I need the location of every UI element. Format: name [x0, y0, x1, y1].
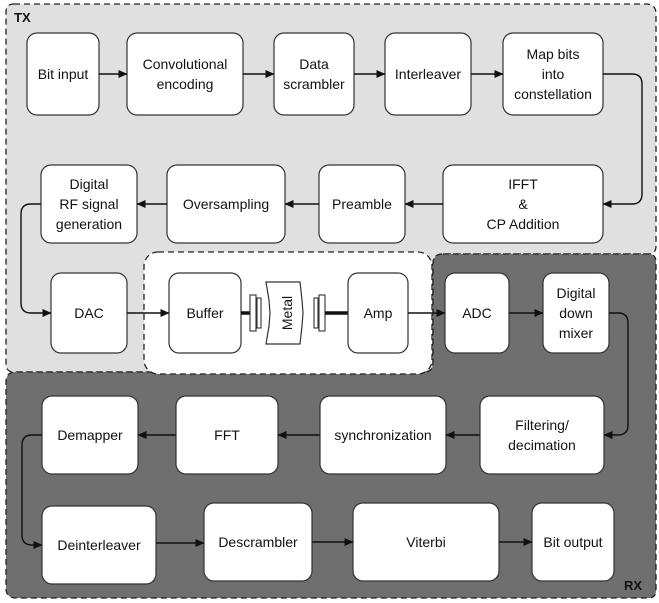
data-scrambler-block [273, 32, 355, 116]
tx-transducer-inner [256, 297, 262, 329]
oversampling-label: Oversampling [183, 196, 269, 212]
label-line: generation [56, 216, 122, 232]
rx-transducer-inner [313, 297, 319, 329]
buffer-label: Buffer [186, 305, 223, 321]
descrambler-label: Descrambler [218, 534, 298, 550]
viterbi-label: Viterbi [406, 534, 445, 550]
label-line: Demapper [57, 427, 123, 443]
label-line: Data [299, 56, 329, 72]
interleaver-label: Interleaver [395, 66, 461, 82]
label-line: down [559, 305, 592, 321]
label-line: Digital [557, 285, 596, 301]
label-line: Viterbi [406, 534, 445, 550]
label-line: Metal [279, 296, 295, 330]
arrow-demapper-to-deinterleaver [21, 434, 43, 549]
label-line: Map bits [527, 46, 580, 62]
data-scrambler-label: Data scrambler [283, 56, 345, 92]
label-line: DAC [74, 305, 104, 321]
label-line: Filtering/ [515, 417, 569, 433]
deinterleaver-label: Deinterleaver [57, 537, 141, 553]
demapper-label: Demapper [57, 427, 123, 443]
label-line: FFT [214, 427, 240, 443]
convolutional-encoding-label: Convolutional encoding [143, 56, 228, 92]
preamble-label: Preamble [332, 196, 392, 212]
filtering-decimation-label: Filtering/decimation [508, 417, 576, 453]
convolutional-encoding-block [126, 32, 244, 116]
label-line: Preamble [332, 196, 392, 212]
label-line: Bit input [38, 66, 89, 82]
digital-down-mixer-label: Digital down mixer [557, 285, 596, 341]
adc-label: ADC [462, 305, 492, 321]
label-line: Descrambler [218, 534, 298, 550]
label-line: Buffer [186, 305, 223, 321]
label-line: & [518, 196, 528, 212]
label-line: synchronization [334, 427, 431, 443]
label-line: into [542, 66, 565, 82]
tx-label: TX [14, 10, 31, 25]
fft-label: FFT [214, 427, 240, 443]
label-line: Convolutional [143, 56, 228, 72]
map-bits-label: Map bits into constellation [514, 46, 592, 102]
label-line: CP Addition [487, 216, 560, 232]
arrow-digital-rf-to-dac [20, 203, 52, 317]
metal-channel [265, 281, 304, 345]
dac-label: DAC [74, 305, 104, 321]
tx-transducer-outer [249, 294, 257, 332]
label-line: decimation [508, 437, 576, 453]
rx-transducer-outer [318, 294, 326, 332]
metal-label: Metal [279, 296, 295, 330]
synchronization-label: synchronization [334, 427, 431, 443]
label-line: mixer [559, 325, 594, 341]
label-line: constellation [514, 86, 592, 102]
label-line: Amp [364, 305, 393, 321]
label-line: ADC [462, 305, 492, 321]
amp-label: Amp [364, 305, 393, 321]
label-line: Oversampling [183, 196, 269, 212]
label-line: encoding [157, 76, 214, 92]
label-line: IFFT [508, 176, 538, 192]
arrow-map-bits-to-ifft [602, 73, 643, 208]
label-line: RF signal [59, 196, 118, 212]
digital-rf-generation-label: Digital RF signal generation [56, 176, 122, 232]
label-line: Bit output [543, 534, 602, 550]
arrow-down-mixer-to-filtering [603, 312, 629, 439]
bit-input-label: Bit input [38, 66, 89, 82]
filtering-decimation-block [479, 395, 605, 475]
label-line: scrambler [283, 76, 345, 92]
bit-output-label: Bit output [543, 534, 602, 550]
label-line: Digital [70, 176, 109, 192]
rx-label: RX [624, 578, 642, 593]
ifft-cp-addition-label: IFFT & CP Addition [487, 176, 560, 232]
label-line: Interleaver [395, 66, 461, 82]
label-line: Deinterleaver [57, 537, 141, 553]
